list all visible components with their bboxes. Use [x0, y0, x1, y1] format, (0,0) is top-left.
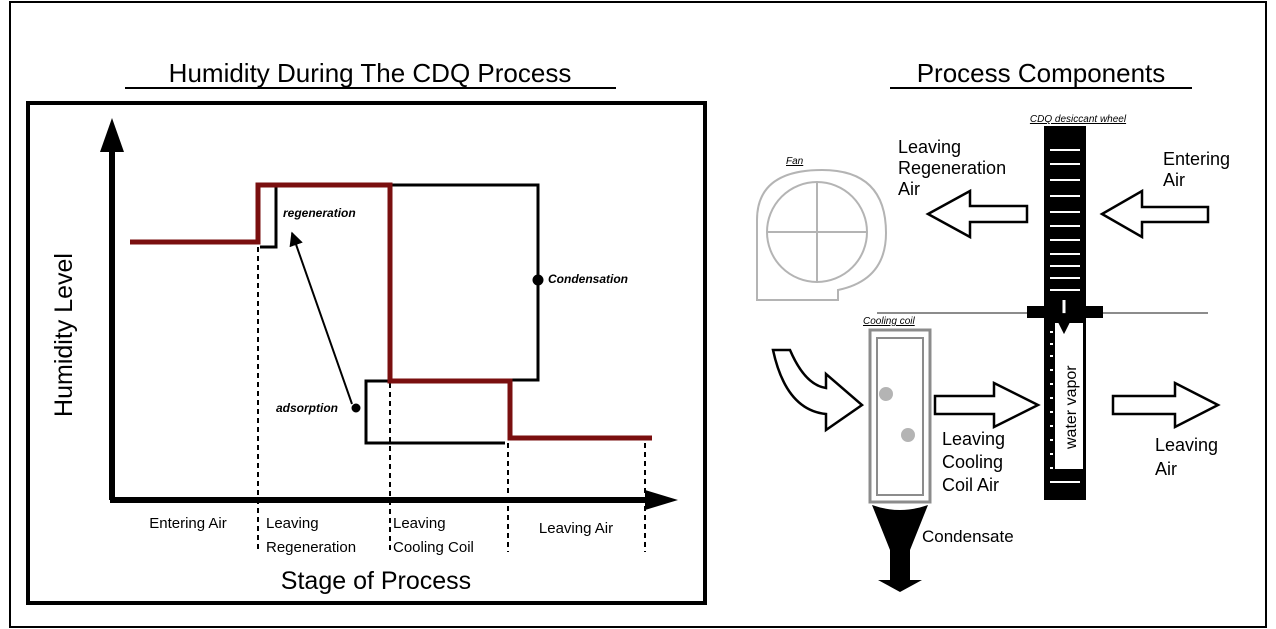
annotation-condensation: Condensation [548, 272, 628, 286]
leaving-air-label-1: Leaving [1155, 435, 1218, 455]
leaving-air-label-2: Air [1155, 459, 1177, 479]
wheel-label: CDQ desiccant wheel [1030, 114, 1127, 125]
stage-dividers [257, 247, 646, 552]
leaving-cooling-coil-air-label-1: Leaving [942, 429, 1005, 449]
x-axis [110, 490, 678, 510]
left-panel-title: Humidity During The CDQ Process [169, 58, 572, 88]
stage-label-leaving-cooling-coil-2: Cooling Coil [393, 539, 474, 556]
outer-frame [9, 1, 1267, 628]
annotation-adsorption: adsorption [276, 401, 338, 415]
humidity-line [130, 182, 652, 441]
leaving-air-arrow-icon [1111, 380, 1221, 430]
regeneration-bracket [258, 183, 278, 249]
stage-label-leaving-air: Leaving Air [539, 520, 613, 537]
y-axis-label: Humidity Level [50, 253, 78, 417]
x-axis-label: Stage of Process [281, 567, 471, 595]
cooling-coil-inlet-arrow-icon [771, 348, 865, 433]
fan-icon [756, 168, 888, 301]
entering-air-arrow-icon [1099, 188, 1210, 240]
cooling-coil [868, 328, 932, 504]
water-vapor-label: water vapor [1063, 365, 1080, 450]
condensation-bracket [390, 183, 544, 382]
leaving-regeneration-arrow-icon [925, 188, 1029, 240]
stage-label-entering-air: Entering Air [149, 515, 227, 532]
leaving-cooling-coil-air-label-3: Coil Air [942, 475, 999, 495]
leaving-regeneration-air-label-2: Regeneration [898, 158, 1006, 178]
desiccant-wheel [1027, 126, 1103, 500]
cooling-coil-label: Cooling coil [863, 316, 915, 327]
leaving-regeneration-air-label-1: Leaving [898, 137, 961, 157]
entering-air-label-2: Air [1163, 170, 1185, 190]
y-axis [100, 118, 124, 500]
stage-label-leaving-regeneration-2: Regeneration [266, 539, 356, 556]
leaving-cooling-coil-arrow-icon [933, 380, 1041, 430]
stage-label-leaving-regeneration-1: Leaving [266, 515, 319, 532]
annotation-regeneration: regeneration [283, 206, 356, 220]
chart-frame [26, 101, 707, 605]
fan-label: Fan [786, 156, 804, 167]
condensate-label: Condensate [922, 527, 1014, 546]
leaving-regeneration-air-label-3: Air [898, 179, 920, 199]
leaving-cooling-coil-air-label-2: Cooling [942, 452, 1003, 472]
condensate-arrow-icon [872, 505, 928, 592]
adsorption-bracket [351, 379, 505, 445]
transfer-arrow [289, 231, 353, 405]
right-panel-title: Process Components [917, 58, 1166, 88]
entering-air-label-1: Entering [1163, 149, 1230, 169]
stage-label-leaving-cooling-coil-1: Leaving [393, 515, 446, 532]
